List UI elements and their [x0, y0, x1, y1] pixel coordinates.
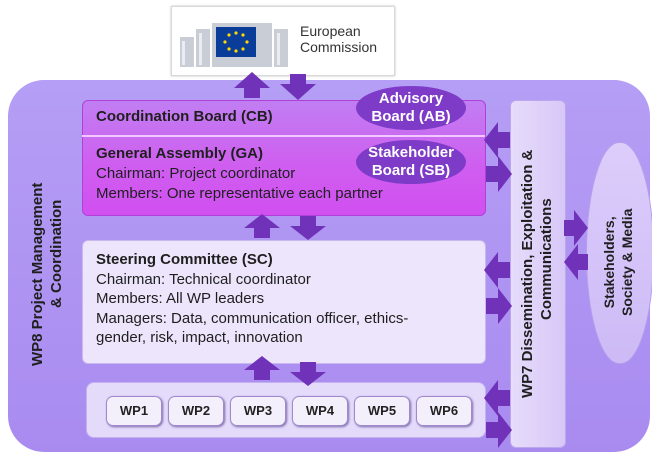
arrow-up-ec [234, 72, 270, 98]
arrow-up-wps [244, 356, 280, 380]
arrow-left-wps [484, 380, 510, 416]
arrow-left-ga [484, 122, 510, 158]
arrow-right-sc [486, 288, 512, 324]
stakeholder-board-line2: Board (SB) [371, 162, 451, 179]
steering-committee-members: Members: All WP leaders [96, 290, 265, 307]
coordination-board-title: Coordination Board (CB) [96, 108, 273, 125]
ec-logo-text: European Commission [300, 23, 377, 55]
wp1-box: WP1 [106, 396, 162, 426]
arrow-left-sc [484, 252, 510, 288]
stakeholders-oval [586, 142, 652, 364]
arrow-down-wps [290, 362, 326, 386]
european-commission-logo: European Commission [171, 6, 395, 76]
wp2-box: WP2 [168, 396, 224, 426]
stakeholder-board-line1: Stakeholder [368, 144, 454, 161]
stakeholder-board-oval: Stakeholder Board (SB) [356, 140, 466, 184]
steering-committee-title: Steering Committee (SC) [96, 251, 273, 268]
ec-building-icon [180, 23, 288, 67]
cb-ga-divider [82, 135, 485, 137]
ec-logo-line1: European [300, 23, 361, 39]
steering-committee-managers-1: Managers: Data, communication officer, e… [96, 309, 409, 327]
steering-committee-chairman: Chairman: Technical coordinator [96, 270, 311, 288]
advisory-board-oval: Advisory Board (AB) [356, 86, 466, 130]
wp4-box: WP4 [292, 396, 348, 426]
arrow-down-sc [290, 216, 326, 240]
general-assembly-title: General Assembly (GA) [96, 145, 263, 162]
arrow-down-ec [280, 74, 316, 100]
wp5-box: WP5 [354, 396, 410, 426]
arrow-right-ga [486, 156, 512, 192]
steering-committee-box [82, 240, 486, 364]
advisory-board-line2: Board (AB) [371, 108, 451, 125]
steering-committee-managers-2: gender, risk, impact, innovation [96, 329, 303, 346]
general-assembly-chairman: Chairman: Project coordinator [96, 165, 296, 182]
arrow-left-stake [564, 244, 588, 280]
wp3-box: WP3 [230, 396, 286, 426]
arrow-right-stake [564, 210, 588, 246]
ec-logo-line2: Commission [300, 39, 378, 55]
advisory-board-line1: Advisory [378, 90, 444, 107]
general-assembly-text: General Assembly (GA) Chairman: Project … [96, 144, 383, 204]
arrow-up-sc [244, 214, 280, 238]
wp7-box [510, 100, 566, 448]
arrow-right-wps [486, 412, 512, 448]
wp6-box: WP6 [416, 396, 472, 426]
general-assembly-members: Members: One representative each partner [96, 185, 383, 202]
steering-committee-text: Steering Committee (SC) Chairman: Techni… [96, 250, 408, 348]
